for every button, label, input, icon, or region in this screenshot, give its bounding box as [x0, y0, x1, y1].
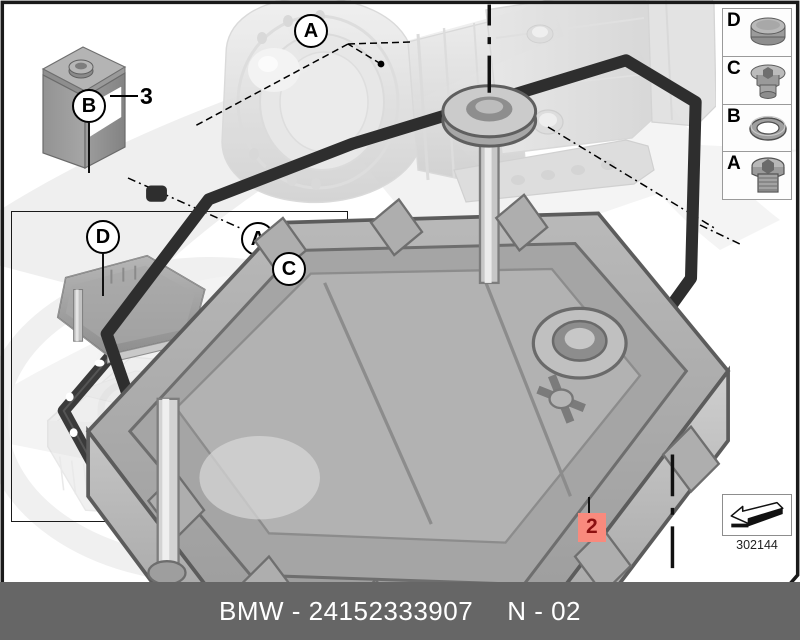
item-3-number: 3 — [140, 83, 153, 109]
legend-letter-b: B — [727, 105, 741, 127]
callout-d-letter: D — [95, 225, 111, 248]
parts-legend: D C B — [722, 8, 792, 200]
callout-a-bubble-right: A — [294, 14, 328, 48]
drawing-code: 302144 — [736, 538, 778, 552]
o-ring-icon — [749, 115, 787, 141]
view-direction-arrow-box — [722, 494, 792, 536]
cap-plug-icon — [750, 17, 786, 46]
legend-letter-a: A — [727, 153, 741, 175]
legend-cell-b[interactable]: B — [723, 105, 791, 153]
callout-b-letter: B — [81, 94, 97, 117]
legend-letter-c: C — [727, 57, 741, 79]
sealing-ring-icon — [750, 64, 786, 99]
footer-sheet-code: N - 02 — [507, 595, 582, 626]
legend-cell-a[interactable]: A — [723, 152, 791, 199]
callout-d-leader — [102, 254, 104, 296]
item-3-leader-line — [110, 95, 138, 97]
footer-part-number: BMW - 24152333907 — [218, 595, 474, 626]
item-2-leader-line — [588, 497, 590, 519]
footer-bar: BMW - 24152333907 N - 02 — [0, 582, 800, 640]
legend-cell-c[interactable]: C — [723, 57, 791, 105]
drain-plug-icon — [751, 157, 785, 193]
callout-a-letter: A — [303, 19, 319, 42]
view-arrow-icon — [730, 501, 784, 528]
callout-c-letter: C — [281, 257, 297, 280]
callout-c-bubble-right: C — [272, 252, 306, 286]
callout-b-bubble: B — [72, 89, 106, 123]
legend-letter-d: D — [727, 10, 741, 31]
callout-b-leader — [88, 123, 90, 173]
item-2-number: 2 — [578, 513, 606, 542]
legend-cell-d[interactable]: D — [723, 9, 791, 57]
callout-d-bubble: D — [86, 220, 120, 254]
